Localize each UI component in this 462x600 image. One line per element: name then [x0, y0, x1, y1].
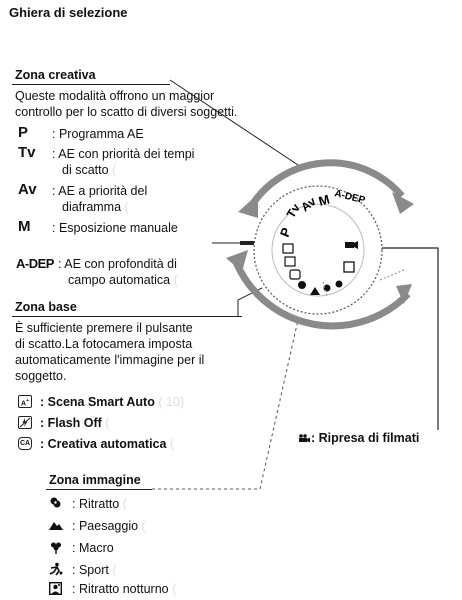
- mode-flash-off: : Flash Off (: [40, 416, 110, 430]
- basic-desc-line: di scatto.La fotocamera imposta: [15, 337, 193, 351]
- macro-icon: [49, 540, 63, 554]
- mode-symbol-tv: Tv: [18, 144, 36, 161]
- dial-scene-auto-icon: [282, 243, 294, 254]
- movie-camera-icon: [298, 432, 311, 443]
- mode-desc-text: campo automatica: [68, 273, 171, 287]
- basic-zone-leader: [237, 287, 263, 316]
- mode-desc-text: di scatto: [62, 163, 109, 177]
- dial-portrait-icon: [298, 281, 306, 289]
- scene-smart-auto-icon: A+: [18, 395, 32, 408]
- creative-desc-line: controllo per lo scatto di diversi sogge…: [15, 105, 238, 119]
- mode-creative-auto: : Creativa automatica (: [40, 437, 175, 451]
- dial-ca-icon: [289, 269, 301, 280]
- mode-symbol-av: Av: [18, 181, 37, 198]
- mode-desc-text: diaframma: [62, 200, 122, 214]
- movie-leader: [350, 247, 439, 430]
- mode-scene-smart-auto: : Scena Smart Auto ( 10): [40, 395, 185, 409]
- basic-zone-heading: Zona base: [15, 300, 77, 314]
- creative-arc-arrow: [247, 159, 405, 210]
- mode-desc-text: AE con priorità dei tempi: [58, 147, 195, 161]
- image-zone-underline: [46, 489, 152, 490]
- colon: :: [52, 127, 56, 141]
- flash-off-icon: [18, 416, 32, 429]
- mode-landscape: : Paesaggio (: [72, 519, 146, 533]
- page-title: Ghiera di selezione: [9, 5, 128, 20]
- basic-desc-line: soggetto.: [15, 369, 67, 383]
- mode-desc-tv: : AE con priorità dei tempi di scatto (: [52, 147, 195, 177]
- creative-desc-line: Queste modalità offrono un maggior: [15, 89, 215, 103]
- portrait-icon: [49, 496, 63, 510]
- mode-desc-text: Esposizione manuale: [58, 221, 178, 235]
- dial-inner: [271, 203, 365, 297]
- dial-label-p: P: [277, 225, 294, 239]
- dial-macro-icon: [323, 284, 331, 292]
- basic-zone-underline: [12, 316, 242, 317]
- mode-desc-text: AE a priorità del: [58, 184, 148, 198]
- mode-portrait: : Ritratto (: [72, 497, 127, 511]
- dial-label-av: Av: [298, 194, 319, 214]
- dial-sport-icon: [335, 280, 343, 288]
- dial-landscape-icon: [310, 287, 320, 295]
- movie-mode: : Ripresa di filmati: [298, 431, 419, 445]
- dial-flash-off-icon: [284, 256, 296, 267]
- mode-desc-text: Programma AE: [58, 127, 144, 141]
- basic-zone-description: È sufficiente premere il pulsante di sca…: [15, 320, 204, 384]
- basic-desc-line: È sufficiente premere il pulsante: [15, 321, 193, 335]
- dial-outer: [253, 185, 383, 315]
- mode-desc-text: AE con profondità di: [64, 257, 177, 271]
- dial-label-tv: Tv: [284, 201, 303, 221]
- mode-desc-av: : AE a priorità del diaframma (: [52, 184, 148, 214]
- mode-night-portrait: : Ritratto notturno (: [72, 582, 177, 596]
- mode-macro: : Macro: [72, 541, 114, 555]
- mode-symbol-p: P: [18, 124, 29, 141]
- dial-movie-icon: [345, 242, 354, 248]
- night-portrait-icon: [48, 581, 63, 596]
- creative-zone-heading: Zona creativa: [15, 68, 96, 82]
- basic-desc-line: automaticamente l'immagine per il: [15, 353, 205, 367]
- mode-desc-p: : Programma AE: [52, 126, 144, 142]
- creative-zone-underline: [12, 84, 170, 85]
- dial-label-a-dep: A-DEP: [333, 188, 366, 206]
- dial-index-mark: [240, 241, 254, 245]
- mode-desc-a-dep: : AE con profondità di campo automatica …: [58, 257, 178, 287]
- creative-zone-description: Queste modalità offrono un maggior contr…: [15, 88, 237, 120]
- dial-night-portrait-icon: [343, 261, 355, 273]
- image-zone-heading: Zona immagine: [49, 473, 141, 487]
- mode-desc-m: : Esposizione manuale: [52, 221, 178, 235]
- creative-auto-icon: CA: [18, 437, 32, 450]
- sport-icon: [49, 562, 63, 576]
- mode-sport: : Sport (: [72, 563, 117, 577]
- mode-symbol-m: M: [18, 218, 31, 235]
- landscape-icon: [49, 518, 63, 532]
- mode-symbol-a-dep: A-DEP: [16, 256, 54, 271]
- movie-mode-label: : Ripresa di filmati: [311, 431, 420, 445]
- basic-arc-arrow: [232, 260, 411, 330]
- dial-label-m: M: [317, 192, 331, 209]
